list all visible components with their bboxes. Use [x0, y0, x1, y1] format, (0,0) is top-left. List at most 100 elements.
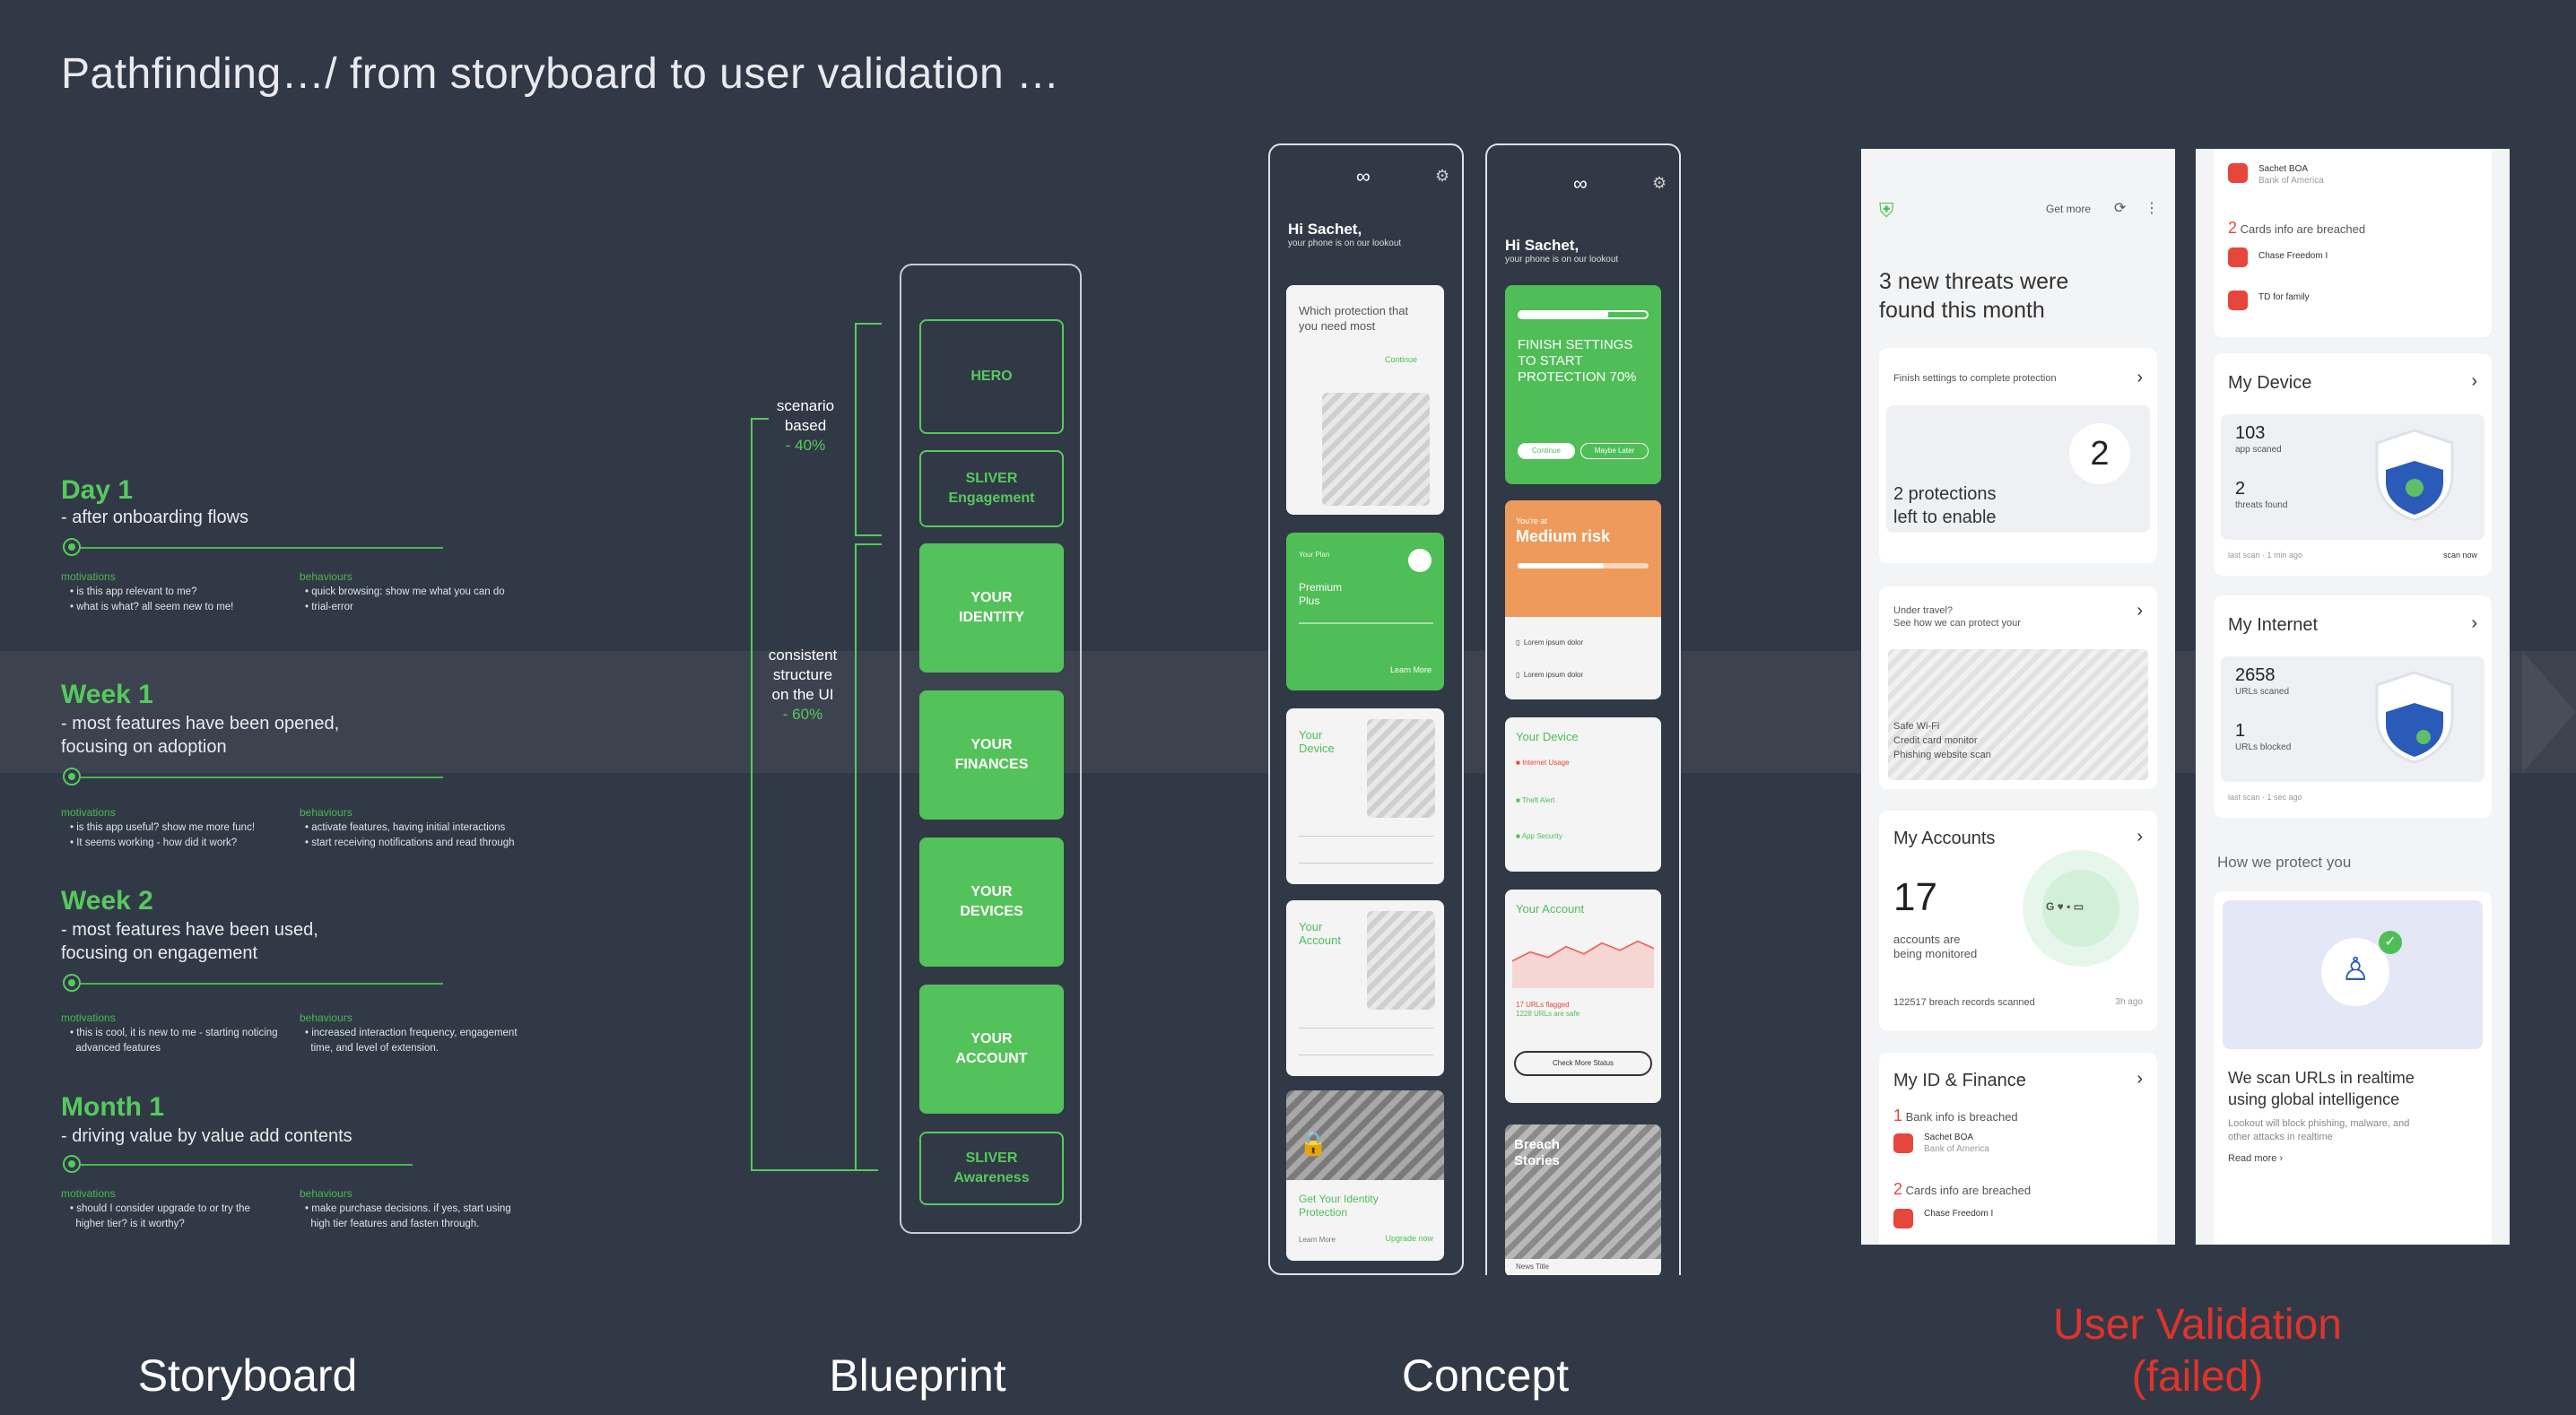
toggle-icon[interactable]: [1408, 549, 1432, 572]
list-item[interactable]: ■ App Security: [1516, 832, 1562, 840]
urls-blocked-count: 1: [2235, 721, 2246, 741]
my-internet-card[interactable]: My Internet › 2658 URLs scaned 1 URLs bl…: [2214, 595, 2492, 818]
concept-card-device[interactable]: Your Device: [1286, 708, 1444, 884]
motivation-note: • this is cool, it is new to me - starti…: [70, 1028, 278, 1054]
card-title: Your Device: [1299, 728, 1335, 755]
card-small: Your Plan: [1299, 551, 1330, 559]
concept-card-risk[interactable]: You're at Medium risk ▯ Lorem ipsum dolo…: [1505, 500, 1661, 699]
validation-heading: User Validation(failed): [2053, 1301, 2342, 1401]
protections-count: 2: [2069, 423, 2130, 484]
behaviour-note: • increased interaction frequency, engag…: [305, 1028, 518, 1054]
concept-card-identity[interactable]: 🔒 Get Your Identity Protection Learn Mor…: [1286, 1090, 1444, 1261]
bracket-tick: [751, 1169, 878, 1171]
threats-found-count: 2: [2235, 479, 2246, 499]
user-icon: ♙: [2341, 951, 2371, 987]
app-logo-icon: ∞: [1356, 165, 1371, 187]
storyboard-heading: Storyboard: [137, 1350, 358, 1401]
safe-count: 1228 URLs are safe: [1516, 1010, 1580, 1018]
illustration-image: [1367, 911, 1435, 1010]
settings-gear-icon[interactable]: ⚙: [1435, 167, 1450, 185]
accounts-count: 17: [1893, 875, 1937, 919]
internet-shield-icon: [2375, 671, 2454, 764]
continue-button[interactable]: Continue: [1518, 443, 1575, 459]
bracket-tick: [855, 534, 882, 536]
finish-settings-card[interactable]: Finish settings to complete protection ›…: [1879, 348, 2157, 563]
chevron-right-icon: ›: [2137, 368, 2143, 387]
card-title: Breach Stories: [1514, 1137, 1560, 1168]
illustration-image: [1367, 719, 1435, 818]
stage-title: Week 2: [61, 886, 153, 916]
last-scan-text: last scan · 1 sec ago: [2228, 793, 2302, 802]
upgrade-link[interactable]: Upgrade now: [1385, 1234, 1433, 1243]
bracket-tick: [751, 418, 769, 420]
outer-bracket: [751, 418, 753, 1171]
concept-card-breach-stories[interactable]: Breach Stories News Title: [1505, 1124, 1661, 1275]
trend-chart: [1512, 940, 1654, 988]
bracket-tick: [855, 323, 882, 325]
learn-more-link[interactable]: Learn More: [1299, 1236, 1336, 1244]
check-status-button[interactable]: Check More Status: [1514, 1051, 1652, 1076]
travel-card[interactable]: Under travel?See how we can protect your…: [1879, 586, 2157, 789]
maybe-later-button[interactable]: Maybe Later: [1580, 443, 1649, 459]
card-item[interactable]: Chase Freedom I: [2258, 251, 2328, 261]
more-icon[interactable]: ⋮: [2145, 201, 2159, 216]
my-id-finance-card[interactable]: My ID & Finance › 1 Bank info is breache…: [1879, 1053, 2157, 1245]
list-item[interactable]: ■ Internet Usage: [1516, 759, 1570, 767]
greeting: Hi Sachet,: [1505, 237, 1580, 254]
learn-more-link[interactable]: Learn More: [1389, 665, 1432, 674]
my-device-card[interactable]: My Device › 103 app scaned 2 threats fou…: [2214, 353, 2492, 576]
card-title: My Accounts: [1893, 829, 1996, 848]
breach-alert-icon: [1893, 1133, 1913, 1153]
concept-card-your-device[interactable]: Your Device ■ Internet Usage ■ Theft Ale…: [1505, 717, 1661, 872]
card-title: FINISH SETTINGS TO START PROTECTION 70%: [1518, 337, 1637, 385]
last-scan-text: last scan · 1 min ago: [2228, 551, 2303, 560]
divider: [1299, 1028, 1433, 1029]
concept-heading: Concept: [1401, 1350, 1570, 1401]
divider: [1299, 836, 1433, 837]
protect-desc: Lookout will block phishing, malware, an…: [2228, 1118, 2410, 1142]
concept-card-account[interactable]: Your Account: [1286, 900, 1444, 1076]
read-more-link[interactable]: Read more ›: [2228, 1153, 2284, 1164]
card-item[interactable]: Chase Freedom I: [1924, 1209, 1994, 1219]
get-more-link[interactable]: Get more: [2046, 203, 2092, 215]
card-title: My Device: [2228, 373, 2312, 393]
chevron-right-icon: ›: [2471, 613, 2477, 633]
continue-link[interactable]: Continue: [1385, 355, 1418, 364]
list-item[interactable]: ■ Theft Alert: [1516, 796, 1555, 804]
list-item[interactable]: ▯ Lorem ipsum dolor: [1516, 671, 1584, 679]
concept-card-finish-settings[interactable]: FINISH SETTINGS TO START PROTECTION 70% …: [1505, 285, 1661, 484]
chevron-right-icon: ›: [2137, 827, 2143, 846]
cards-breach-text: 2 Cards info are breached: [2228, 219, 2366, 237]
concept-card-protection[interactable]: Which protection that you need most Cont…: [1286, 285, 1444, 515]
concept-card-your-account[interactable]: Your Account 17 URLs flagged 1228 URLs a…: [1505, 890, 1661, 1103]
timeline-line: [81, 1164, 413, 1166]
timeline-line: [81, 547, 443, 549]
refresh-icon[interactable]: ⟳: [2114, 201, 2127, 216]
motivations-label: motivations: [61, 1011, 116, 1024]
illustration-image: [1322, 393, 1430, 506]
motivations-label: motivations: [61, 806, 116, 819]
cards-breach-text: 2 Cards info are breached: [1893, 1180, 2032, 1198]
concept-card-premium[interactable]: Your Plan Premium Plus Learn More: [1286, 533, 1444, 690]
urls-scanned-label: URLs scaned: [2235, 687, 2290, 697]
scan-now-link[interactable]: scan now: [2442, 551, 2477, 560]
blueprint-heading: Blueprint: [829, 1350, 1006, 1401]
settings-gear-icon[interactable]: ⚙: [1652, 174, 1667, 192]
stage-subtitle: - driving value by value add contents: [61, 1126, 352, 1146]
blueprint-block-hero: HERO: [919, 319, 1064, 434]
timeline-dot: [63, 1155, 81, 1173]
timeline-dot: [63, 538, 81, 556]
card-item[interactable]: TD for family: [2258, 292, 2310, 302]
list-item[interactable]: ▯ Lorem ipsum dolor: [1516, 638, 1584, 647]
